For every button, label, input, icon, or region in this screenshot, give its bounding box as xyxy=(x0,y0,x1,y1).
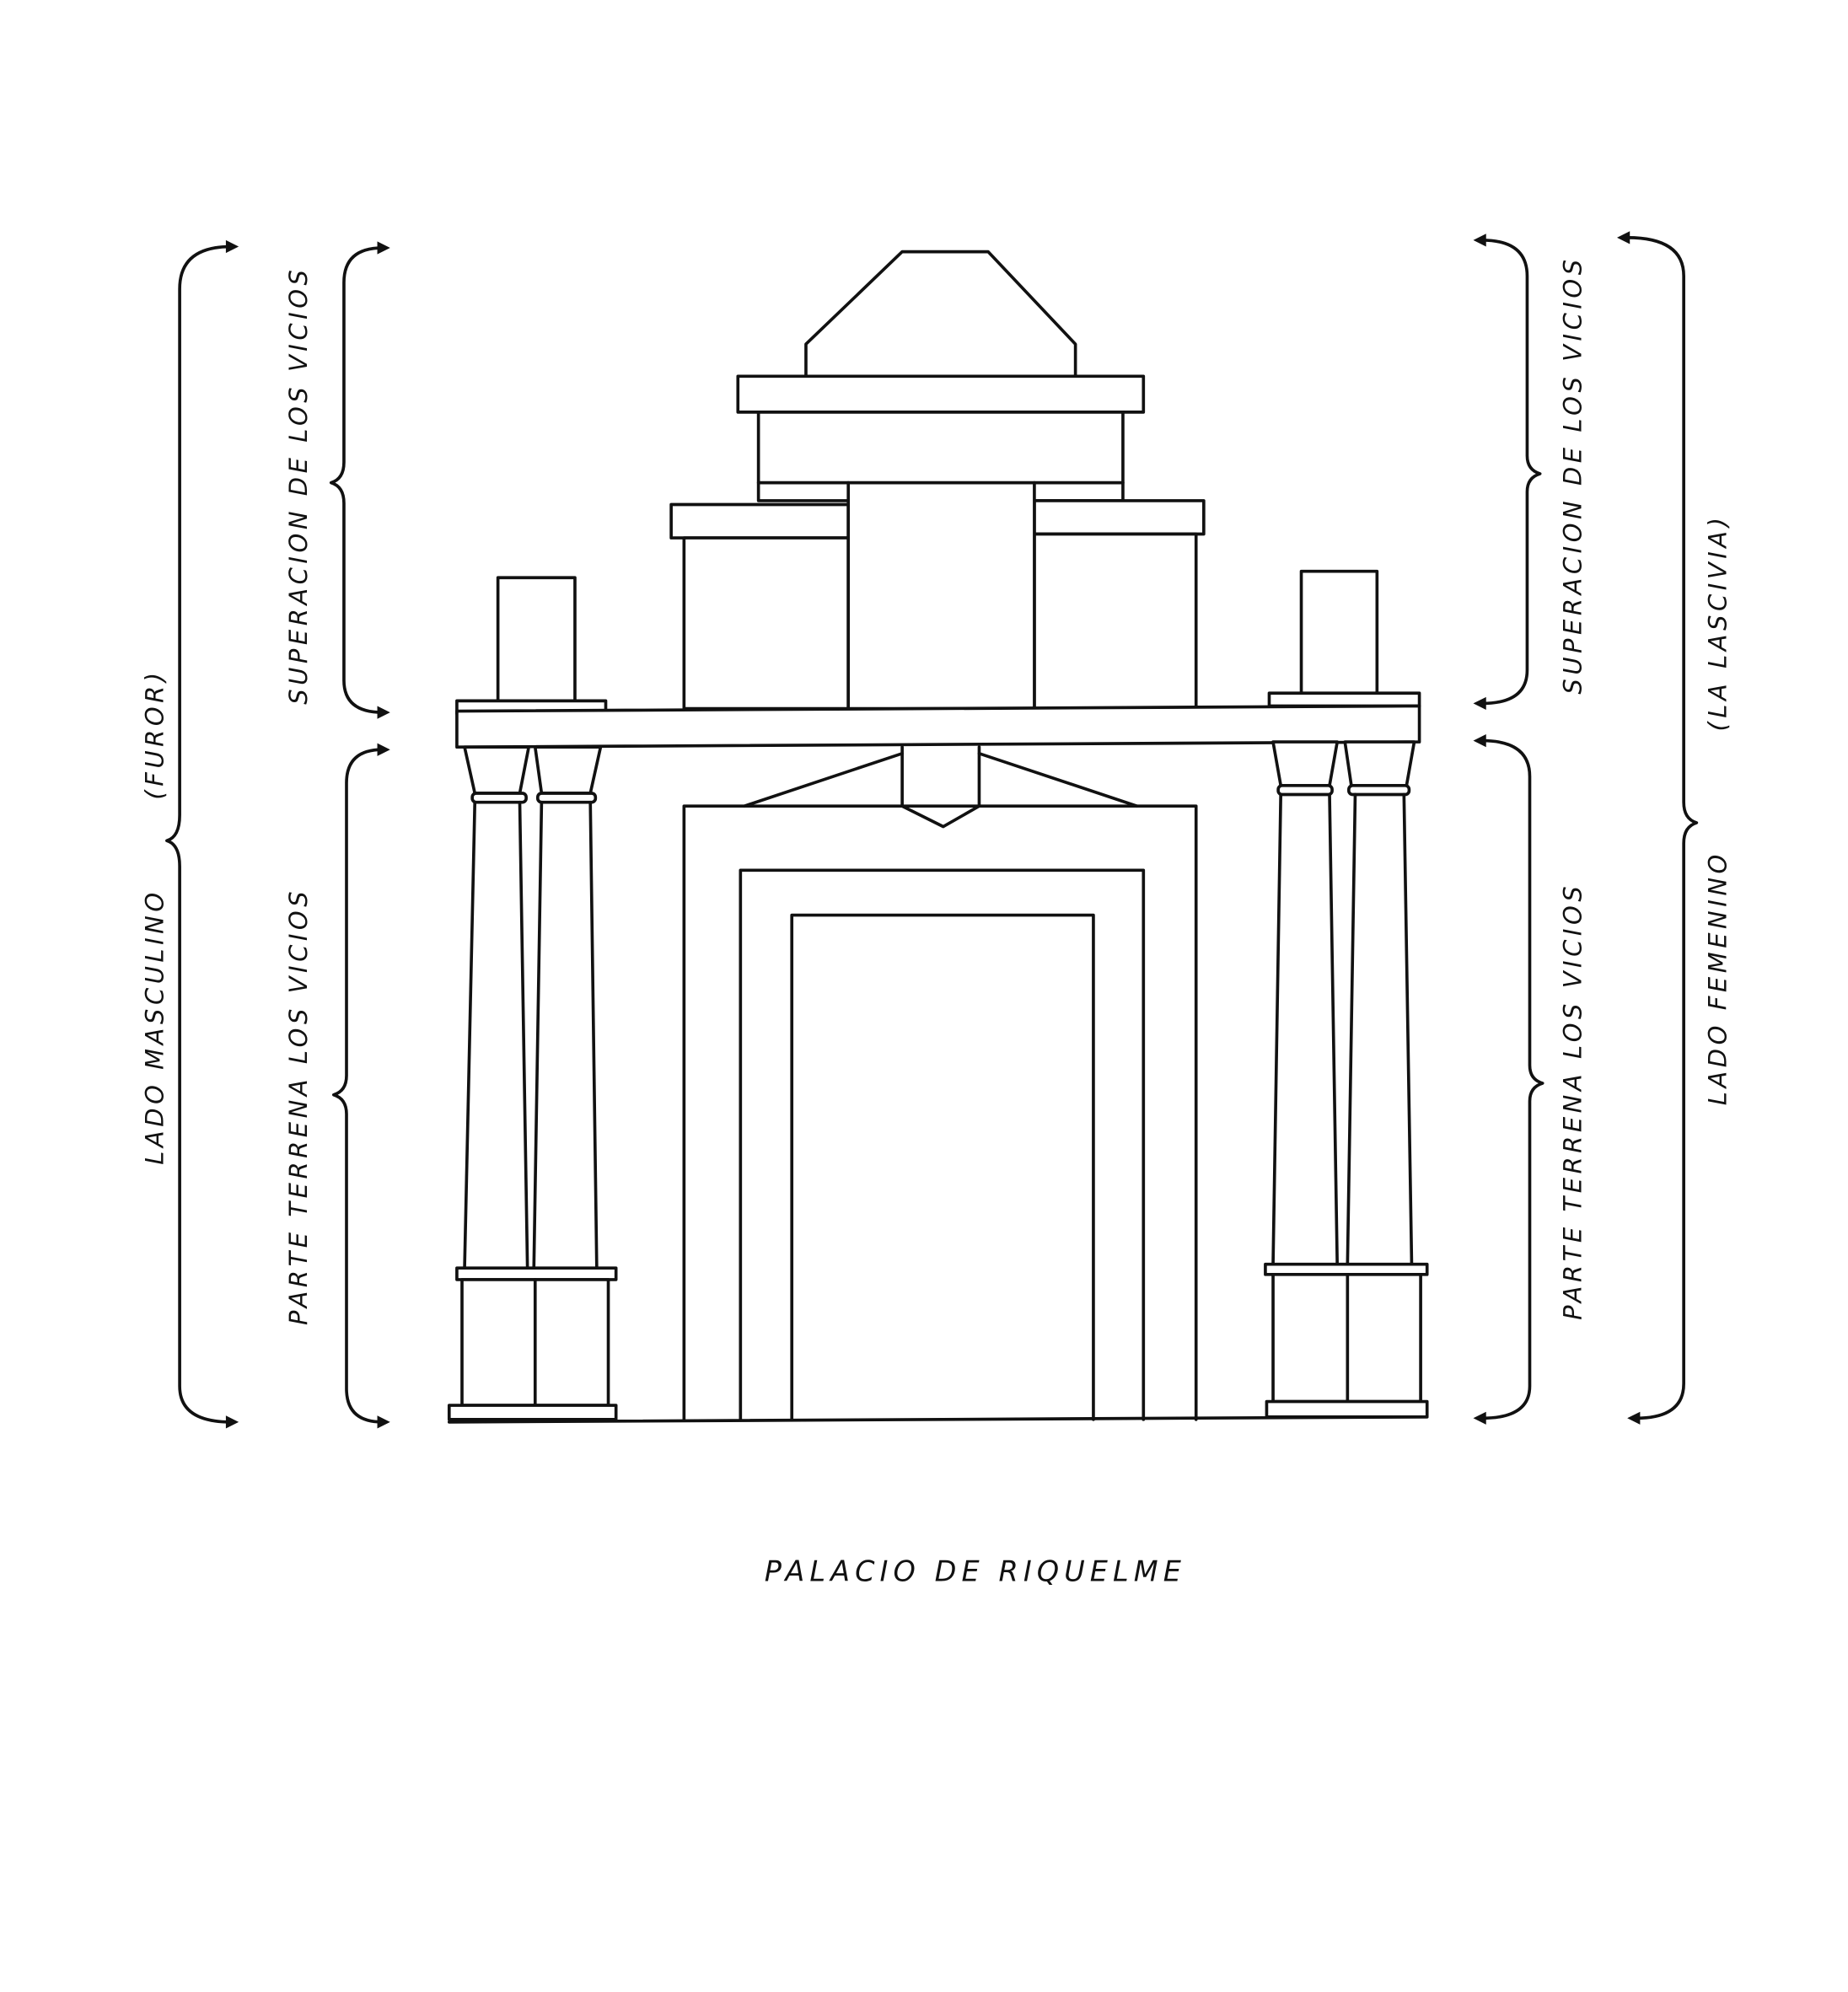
label-lado-masculino: LADO MASCULINO xyxy=(140,889,169,1164)
diagram-title: PALACIO DE RIQUELME xyxy=(765,1555,1186,1588)
brace-right-outer xyxy=(1617,231,1699,1425)
ground-line xyxy=(447,1415,1429,1424)
label-left-parte-terrena: PARTE TERRENA LOS VICIOS xyxy=(284,888,313,1325)
label-right-parte-terrena: PARTE TERRENA LOS VICIOS xyxy=(1558,883,1587,1320)
right-columns xyxy=(1264,740,1429,1419)
brace-right-lower xyxy=(1473,733,1544,1425)
right-side-block xyxy=(1033,532,1198,711)
left-cornice xyxy=(669,502,851,540)
label-furor: (FUROR) xyxy=(140,668,169,799)
brace-left-outer xyxy=(165,239,239,1429)
label-lado-femenino: LADO FEMENINO xyxy=(1703,851,1732,1105)
label-la-lascivia: (LA LASCIVIA) xyxy=(1703,514,1732,732)
left-small-pedestal xyxy=(496,576,577,703)
palace-facade xyxy=(447,250,1429,1424)
keystone xyxy=(900,745,981,829)
entablature xyxy=(455,704,1421,749)
left-columns xyxy=(447,745,618,1421)
pediment xyxy=(804,250,1077,377)
label-left-superacion: SUPERACION DE LOS VICIOS xyxy=(284,266,313,705)
brace-left-upper xyxy=(329,241,390,719)
central-block xyxy=(846,481,1036,711)
door-frame-inner xyxy=(790,913,1095,1421)
left-side-block xyxy=(682,536,851,711)
top-cornice xyxy=(736,374,1146,414)
brace-left-lower xyxy=(331,743,390,1429)
door-frame-outer xyxy=(682,804,1198,1421)
label-right-superacion: SUPERACION DE LOS VICIOS xyxy=(1558,255,1587,694)
right-cornice xyxy=(1033,499,1206,536)
right-small-pedestal xyxy=(1299,569,1379,696)
door-frame-middle xyxy=(739,868,1146,1421)
brace-right-upper xyxy=(1473,234,1542,711)
